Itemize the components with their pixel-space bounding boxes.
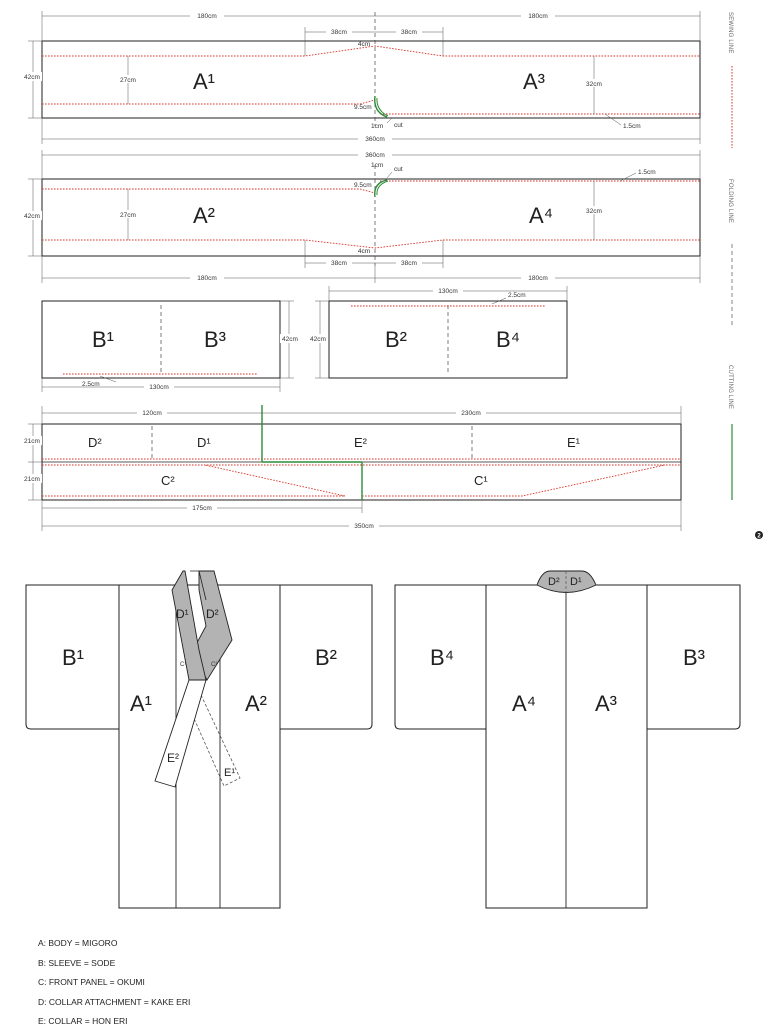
strip-a2-a4: 360cm 1cm cut 9.5cm 1.5cm 42cm 27cm 32cm…: [22, 150, 701, 283]
back-label-d1: D¹: [570, 576, 582, 588]
cut-note-2: cut: [394, 166, 403, 173]
back-label-b3: B³: [683, 645, 705, 670]
dim-cde-left: 120cm: [142, 410, 162, 417]
dim-a2-height: 42cm: [24, 213, 40, 220]
dim-d-height: 21cm: [24, 438, 40, 445]
back-label-a4: A⁴: [512, 691, 536, 716]
panel-b2-b4: 42cm 130cm 2.5cm B² B⁴: [308, 286, 568, 379]
front-label-c2: C²: [211, 662, 217, 668]
dim-b1-height: 42cm: [282, 336, 298, 343]
dim-a4-taper: 38cm: [401, 260, 417, 267]
label-c1: C¹: [474, 473, 488, 488]
label-e1: E¹: [567, 435, 581, 450]
cut-note: cut: [394, 122, 403, 129]
kimono-back-view: D² D¹ B⁴ B³ A⁴ A³: [394, 570, 741, 909]
dim-a4-hem: 1.5cm: [638, 169, 656, 176]
dim-cut-gap: 1cm: [371, 123, 383, 130]
label-b3: B³: [204, 327, 226, 352]
dim-cut-gap-2: 1cm: [371, 162, 383, 169]
dim-a3-hem: 1.5cm: [623, 123, 641, 130]
side-label-folding: FOLDING LINE: [727, 179, 733, 223]
dim-b2-width: 130cm: [438, 288, 458, 295]
label-b4: B⁴: [496, 327, 520, 352]
label-c2: C²: [161, 473, 175, 488]
back-label-d2: D²: [548, 576, 560, 588]
strip-a1-a3: 180cm 180cm 38cm 38cm 4cm 42cm 27cm 32cm…: [22, 11, 701, 144]
legend-item-d: D: COLLAR ATTACHMENT = KAKE ERI: [38, 996, 191, 1007]
label-a3: A³: [523, 69, 545, 94]
kimono-front-view: D¹ D² C¹ C² E² E¹ B¹ B² A¹ A²: [25, 570, 373, 909]
side-label-cutting: CUTTING LINE: [727, 365, 733, 409]
label-a1: A¹: [193, 69, 215, 94]
label-b1: B¹: [92, 327, 114, 352]
legend-item-a: A: BODY = MIGORO: [38, 938, 118, 948]
label-a4: A⁴: [529, 203, 553, 228]
dim-a2-inner: 27cm: [120, 212, 136, 219]
label-a2: A²: [193, 203, 215, 228]
dim-b1-width: 130cm: [149, 384, 169, 391]
parts-legend: A: BODY = MIGORO B: SLEEVE = SODE C: FRO…: [38, 934, 190, 1032]
legend-item-e: E: COLLAR = HON ERI: [38, 1016, 128, 1027]
front-label-e2: E²: [167, 751, 179, 765]
dim-cde-right: 230cm: [461, 410, 481, 417]
dim-a4-inner: 32cm: [586, 208, 602, 215]
side-legend: SEWING LINE FOLDING LINE CUTTING LINE: [727, 12, 733, 500]
dim-a1-inner: 27cm: [120, 77, 136, 84]
front-label-d2: D²: [206, 607, 219, 621]
back-label-a3: A³: [595, 691, 617, 716]
dim-a3-inner: 32cm: [586, 81, 602, 88]
front-label-a1: A¹: [130, 691, 152, 716]
dim-a1-taper: 38cm: [331, 29, 347, 36]
legend-item-c: C: FRONT PANEL = OKUMI: [38, 977, 145, 988]
dim-b2-height: 42cm: [310, 336, 326, 343]
front-label-b1: B¹: [62, 645, 84, 670]
dim-a2-taper: 38cm: [331, 260, 347, 267]
strip-c-d-e: 120cm 230cm 21cm 21cm 175cm 350cm D² D¹ …: [22, 405, 682, 531]
dim-center-bottom: 4cm: [358, 248, 370, 255]
side-label-sewing: SEWING LINE: [727, 12, 733, 54]
dim-a24-total: 360cm: [365, 152, 385, 159]
dim-c-height: 21cm: [24, 476, 40, 483]
panel-b1-b3: 42cm 2.5cm 130cm B¹ B³: [41, 300, 300, 392]
front-label-a2: A²: [245, 691, 267, 716]
dim-center-top: 4cm: [358, 41, 370, 48]
page-marker-number: 2: [757, 534, 761, 540]
label-d2: D²: [88, 435, 102, 450]
label-b2: B²: [385, 327, 407, 352]
dim-center-side-2: 9.5cm: [354, 182, 372, 189]
label-e2: E²: [354, 435, 368, 450]
dim-a3-taper: 38cm: [401, 29, 417, 36]
dim-center-side: 9.5cm: [354, 104, 372, 111]
dim-a1-width: 180cm: [197, 13, 217, 20]
front-label-d1: D¹: [176, 607, 189, 621]
back-label-b4: B⁴: [430, 645, 454, 670]
dim-a2-width: 180cm: [197, 275, 217, 282]
dim-b2-hem: 2.5cm: [508, 292, 526, 299]
page-marker: [755, 531, 763, 539]
legend-item-b: B: SLEEVE = SODE: [38, 957, 116, 968]
dim-a13-total: 360cm: [365, 136, 385, 143]
dim-cde-total: 350cm: [354, 523, 374, 530]
label-d1: D¹: [197, 435, 211, 450]
front-label-b2: B²: [315, 645, 337, 670]
dim-c-width: 175cm: [192, 505, 212, 512]
front-label-e1: E¹: [224, 767, 235, 779]
front-label-c1: C¹: [180, 662, 186, 668]
dim-b1-hem: 2.5cm: [82, 381, 100, 388]
dim-a4-width: 180cm: [528, 275, 548, 282]
dim-a1-height: 42cm: [24, 74, 40, 81]
dim-a3-width: 180cm: [528, 13, 548, 20]
